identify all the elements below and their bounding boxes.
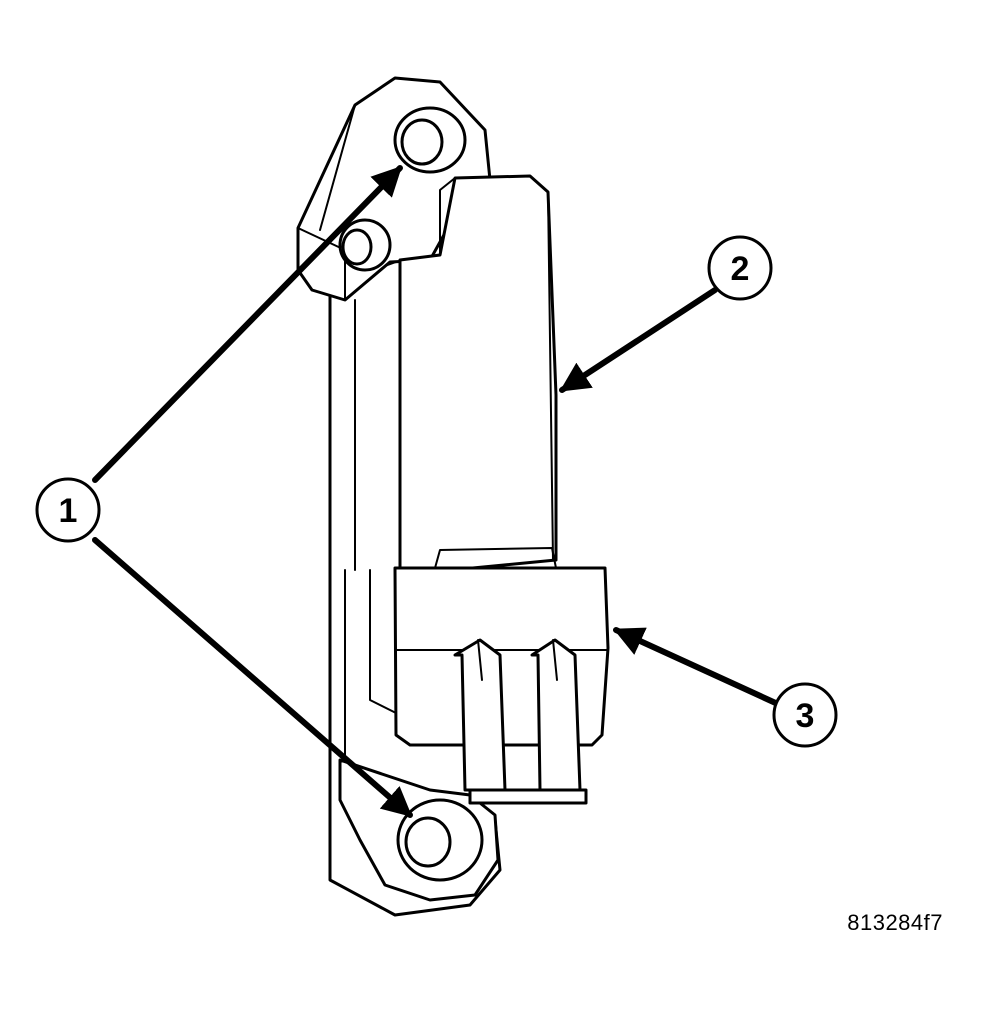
leader-lines: [92, 165, 783, 818]
leader-1-lower: [92, 537, 413, 818]
leader-1-upper: [92, 165, 403, 483]
electrical-connector: [393, 547, 610, 805]
callout-circle-icon: [707, 235, 773, 301]
lower-mounting-hole: [396, 798, 484, 882]
bracket-boss: [338, 218, 392, 272]
callout-2-label: 2: [731, 250, 750, 288]
leader-3: [613, 627, 783, 708]
leader-2: [559, 287, 718, 393]
callout-1: 1: [35, 477, 101, 543]
callout-3: 3: [772, 682, 838, 748]
callout-3-label: 3: [796, 697, 815, 735]
callout-2: 2: [707, 235, 773, 301]
upper-mounting-hole: [393, 106, 467, 174]
callout-circle-icon: [772, 682, 838, 748]
figure-id: 813284f7: [847, 910, 943, 935]
connector-base-strip: [468, 788, 588, 805]
callout-1-label: 1: [59, 492, 78, 530]
callout-circle-icon: [35, 477, 101, 543]
